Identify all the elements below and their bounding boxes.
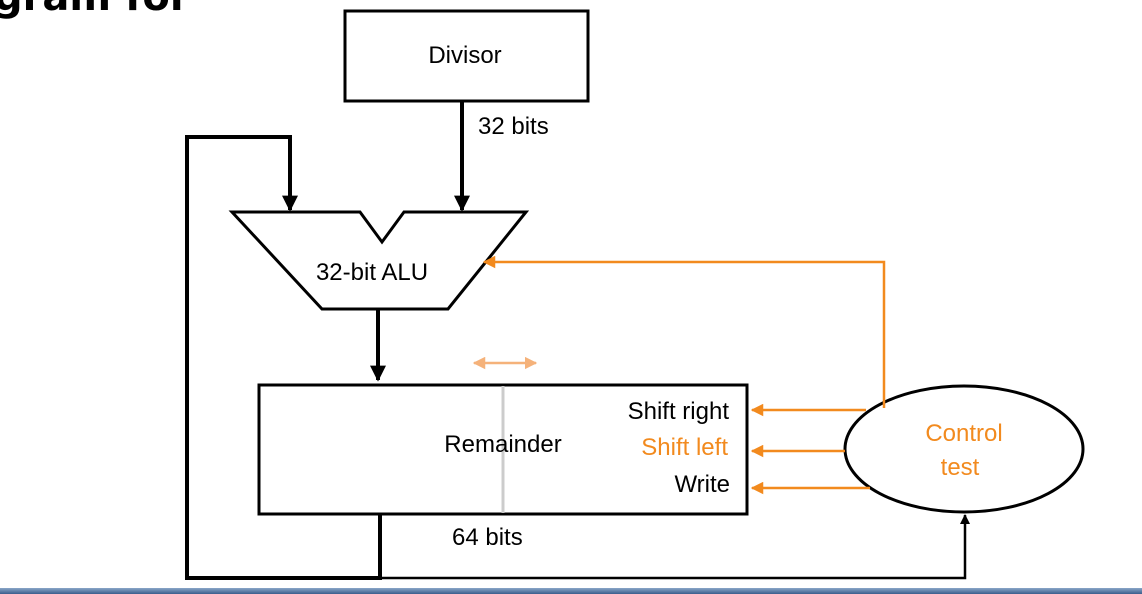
control-test-unit [843,384,1085,514]
alu-control-signal [482,255,886,408]
remainder-bus-width-label: 64 bits [452,524,523,551]
divisor-register [343,9,590,103]
divisor-bus-width-label: 32 bits [478,113,549,140]
divisor-label: Divisor [428,42,501,69]
alu-shape [228,210,530,311]
remainder-to-control-path [380,514,970,580]
alu-label: 32-bit ALU [316,259,428,286]
control-test-label-line1: Control [925,420,1002,447]
shift-left-label: Shift left [641,434,728,461]
slide-heading: gram for [0,0,190,20]
remainder-label: Remainder [444,431,561,458]
write-label: Write [674,471,730,498]
shift-right-label: Shift right [628,398,730,425]
footer-rule [0,588,1142,594]
control-test-label-line2: test [941,454,980,481]
remainder-feedback-path [185,135,382,580]
